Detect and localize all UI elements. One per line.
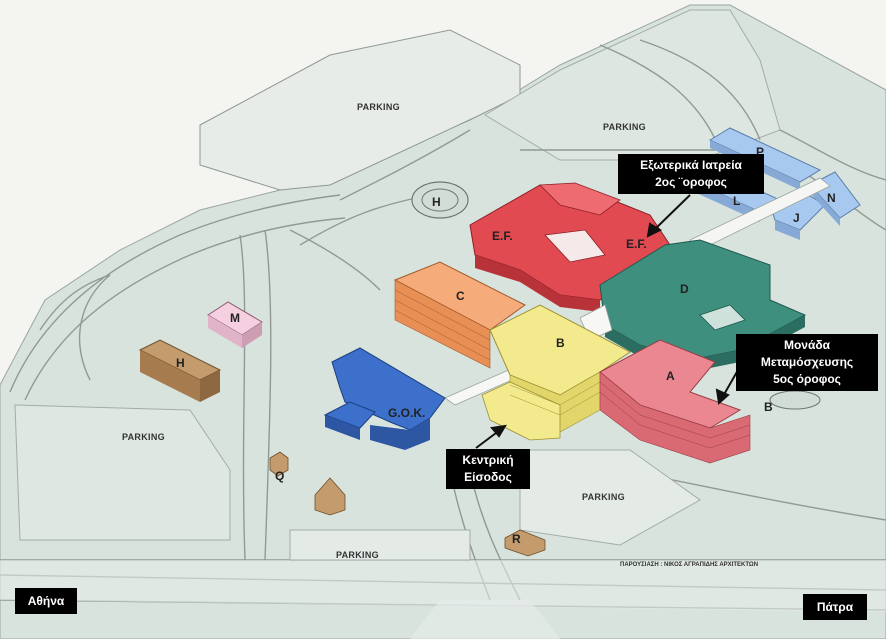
chapel — [314, 477, 346, 516]
arrow-transplant-head — [715, 388, 730, 405]
building-a-side — [599, 371, 751, 464]
building-h-end — [200, 370, 220, 402]
building-m-label: M — [230, 311, 240, 325]
building-q — [269, 451, 289, 477]
callout-transplant: Μονάδα Μεταμόσχευσης 5ος όροφος — [736, 334, 878, 391]
building-c-label: C — [456, 289, 465, 303]
callout-entrance: Κεντρική Είσοδος — [446, 449, 530, 489]
road-b-label: B — [764, 400, 773, 414]
arrow-outpatient-head — [646, 222, 663, 238]
building-b — [481, 304, 631, 441]
building-d-courtyard — [699, 304, 746, 331]
junction-road — [410, 600, 560, 639]
parking-label-bottom-center: PARKING — [336, 550, 379, 560]
helipad-ring — [421, 188, 459, 212]
building-n-side — [810, 185, 840, 226]
building-p-label: P — [756, 145, 764, 159]
building-c — [393, 261, 526, 369]
callout-transplant-line1: Μονάδα — [783, 338, 831, 352]
building-c-side — [394, 279, 491, 369]
building-d-label: D — [680, 282, 689, 296]
callout-entrance-line1: Κεντρική — [462, 453, 514, 467]
building-j-label: J — [793, 211, 800, 225]
building-ef-right-label: E.F. — [626, 237, 647, 251]
parking-lot-bottom — [519, 449, 701, 546]
building-j-side — [775, 220, 800, 240]
building-h-side — [140, 350, 200, 402]
parking-label-top-left: PARKING — [357, 102, 400, 112]
building-r — [504, 529, 546, 557]
callout-transplant-line2: Μεταμόσχευσης — [760, 355, 854, 369]
helipad — [411, 181, 469, 219]
building-m-end — [242, 322, 262, 348]
parking-lot-left — [14, 404, 231, 541]
arrow-entrance-head — [490, 424, 507, 438]
building-ef-side — [475, 255, 600, 312]
callout-outpatient-line2: 2ος ¨οροφος — [655, 175, 727, 189]
building-gok — [323, 347, 446, 450]
building-ef-upper — [539, 182, 621, 216]
helipad-label: H — [432, 195, 441, 209]
building-a-label: A — [666, 369, 675, 383]
building-gok-wing — [323, 401, 376, 429]
building-b-floors — [509, 381, 601, 416]
main-road — [0, 560, 886, 612]
building-r-label: R — [512, 532, 521, 546]
building-ef-left-label: E.F. — [492, 229, 513, 243]
building-m — [207, 301, 263, 348]
roundabout — [769, 390, 821, 410]
city-label-athens: Αθήνα — [15, 588, 77, 614]
building-q-label: Q — [275, 469, 284, 483]
building-ef-courtyard — [544, 229, 606, 263]
parking-label-top-right: PARKING — [603, 122, 646, 132]
building-gok-side — [370, 418, 430, 450]
building-b-label: B — [556, 336, 565, 350]
building-c-floors — [394, 289, 491, 361]
building-b-entrance — [481, 381, 561, 441]
building-n-label: N — [827, 191, 836, 205]
map-credit: ΠΑΡΟΥΣΙΑΣΗ : ΝΙΚΟΣ ΑΓΡΑΠΙΔΗΣ ΑΡΧΙΤΕΚΤΩΝ — [620, 562, 758, 568]
building-h — [138, 339, 222, 402]
parking-lot-bottom-center — [289, 529, 471, 561]
callout-outpatient: Εξωτερικά Ιατρεία 2ος ¨οροφος — [618, 154, 764, 194]
building-gok-wing-side — [325, 415, 360, 440]
callout-entrance-line2: Είσοδος — [464, 470, 512, 484]
callout-arrows — [475, 194, 739, 449]
building-h-label: H — [176, 356, 185, 370]
building-a-floors — [599, 381, 751, 449]
callout-outpatient-line1: Εξωτερικά Ιατρεία — [640, 158, 742, 172]
parking-label-bottom: PARKING — [582, 492, 625, 502]
building-a — [599, 339, 751, 464]
building-l-label: L — [733, 194, 740, 208]
building-ef — [469, 182, 671, 312]
building-gok-label: G.O.K. — [388, 406, 425, 420]
parking-label-left: PARKING — [122, 432, 165, 442]
city-label-patras: Πάτρα — [803, 594, 867, 620]
arrow-outpatient — [651, 194, 691, 233]
callout-transplant-line3: 5ος όροφος — [773, 372, 841, 386]
building-m-side — [208, 315, 242, 348]
parking-lot-top-left — [199, 29, 521, 191]
